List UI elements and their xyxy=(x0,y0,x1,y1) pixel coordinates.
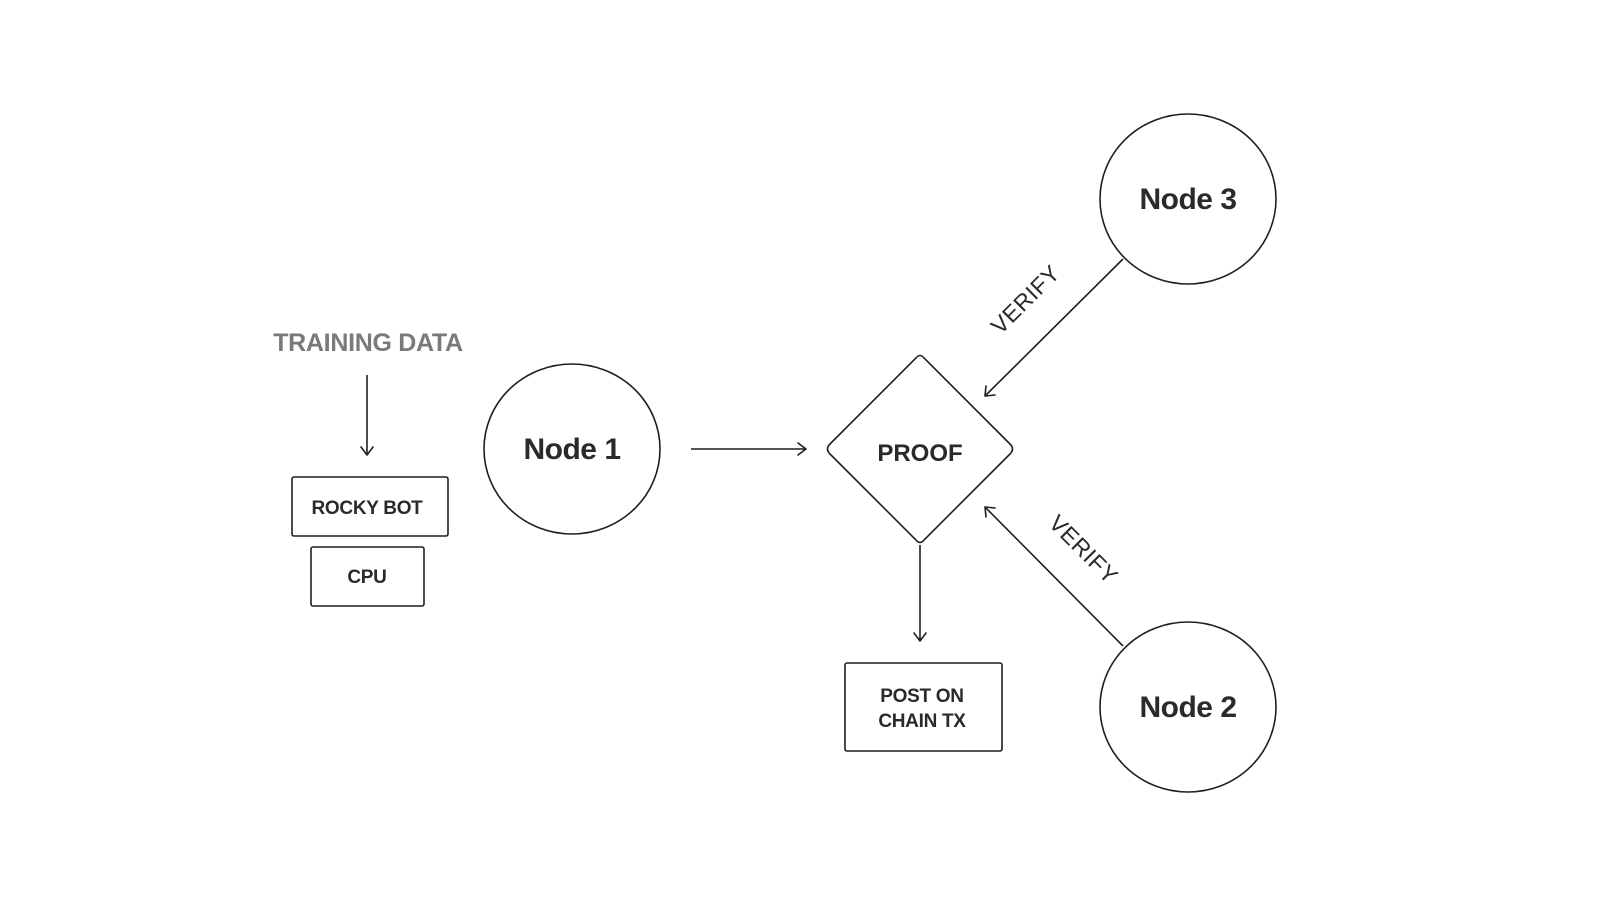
node-2: Node 2 xyxy=(1099,621,1277,793)
cpu-label: CPU xyxy=(347,567,386,588)
training-data-label: TRAINING DATA xyxy=(273,329,463,357)
arrow-proof-to-post-tx xyxy=(913,545,927,642)
verify-label-node2: VERIFY xyxy=(1044,510,1123,589)
rocky-bot-label: ROCKY BOT xyxy=(312,498,424,519)
node-1: Node 1 xyxy=(483,363,661,535)
post-on-chain-tx-box: POST ON CHAIN TX xyxy=(844,662,1003,752)
post-tx-label-line-1: POST ON xyxy=(880,686,963,707)
cpu-box: CPU xyxy=(310,546,425,607)
node-3-label: Node 3 xyxy=(1139,183,1236,216)
proof-diamond: PROOF xyxy=(826,354,1014,544)
node-1-label: Node 1 xyxy=(523,433,620,466)
verify-label-node3: VERIFY xyxy=(986,260,1065,339)
arrow-node3-to-proof xyxy=(984,258,1124,397)
arrow-node1-to-proof xyxy=(691,442,807,456)
node-3: Node 3 xyxy=(1099,113,1277,285)
post-tx-label-line-2: CHAIN TX xyxy=(878,711,966,732)
rocky-bot-box: ROCKY BOT xyxy=(291,476,449,537)
node-2-label: Node 2 xyxy=(1139,691,1236,724)
arrow-node2-to-proof xyxy=(984,506,1124,647)
proof-label: PROOF xyxy=(877,440,962,467)
arrow-training-to-rocky-bot xyxy=(360,375,374,456)
